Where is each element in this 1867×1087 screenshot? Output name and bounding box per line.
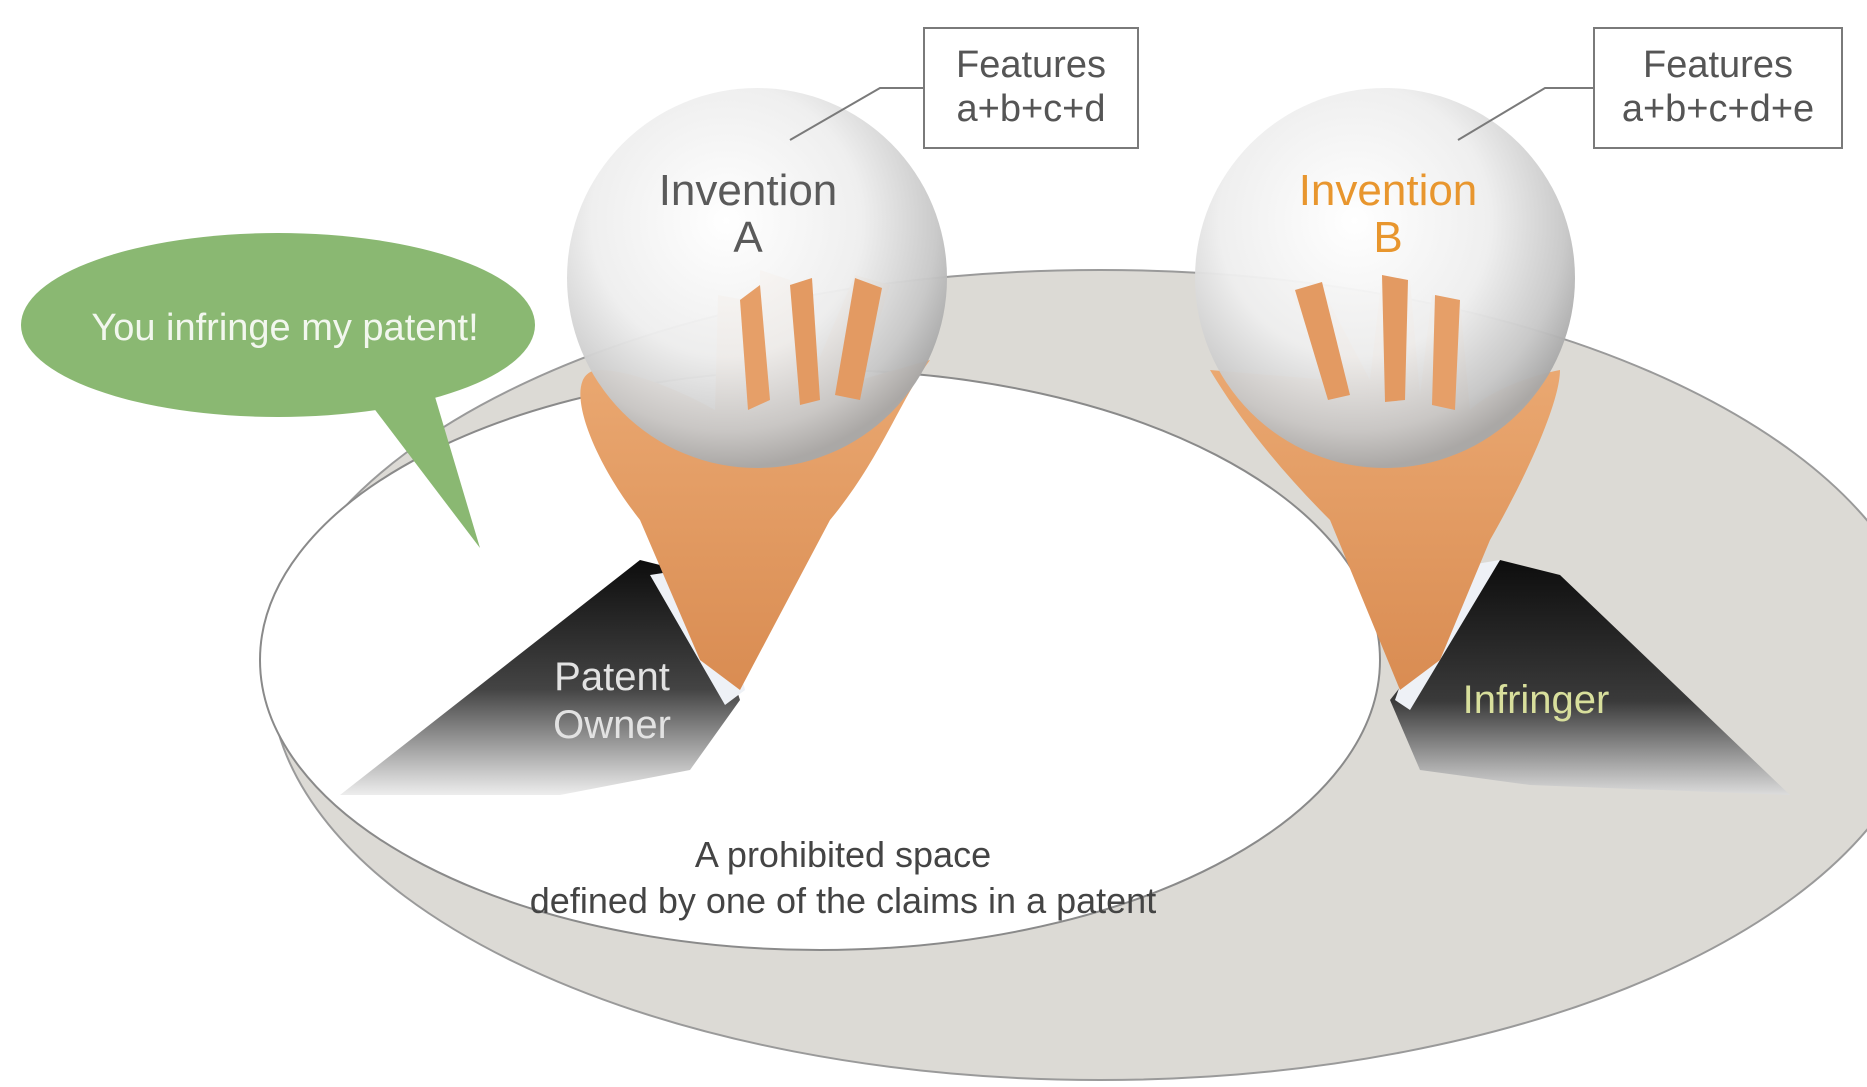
- features-b-value: a+b+c+d+e: [1621, 88, 1815, 130]
- features-a-value: a+b+c+d: [956, 88, 1106, 130]
- patent-owner-label-line1: Patent: [554, 655, 670, 699]
- features-a-title: Features: [956, 44, 1106, 86]
- invention-a-label-line1: Invention: [659, 166, 838, 215]
- features-box-a: Features a+b+c+d: [923, 27, 1139, 149]
- invention-a-sphere: [567, 88, 947, 468]
- invention-a-label-line2: A: [733, 213, 763, 262]
- infringer-label: Infringer: [1463, 678, 1610, 722]
- feature-leader-lines: [789, 87, 1595, 141]
- patent-owner-label-line2: Owner: [553, 703, 671, 747]
- features-box-b: Features a+b+c+d+e: [1593, 27, 1843, 149]
- speech-bubble-text: You infringe my patent!: [91, 307, 478, 349]
- invention-b-sphere: [1195, 88, 1575, 468]
- invention-b-label-line2: B: [1373, 213, 1402, 262]
- features-b-title: Features: [1643, 44, 1793, 86]
- invention-b-label-line1: Invention: [1299, 166, 1478, 215]
- owner-fingers-front: [740, 278, 882, 410]
- infringer-fingers-front: [1295, 275, 1460, 410]
- speech-bubble: [21, 233, 535, 548]
- prohibited-space-line2: defined by one of the claims in a patent: [530, 880, 1156, 921]
- prohibited-space-line1: A prohibited space: [695, 834, 991, 875]
